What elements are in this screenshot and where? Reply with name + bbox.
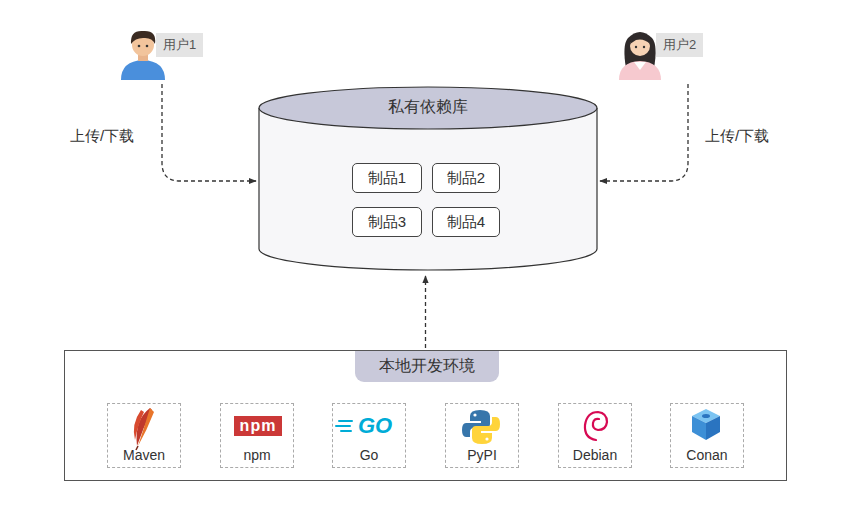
python-logo: [462, 410, 500, 444]
tool-label: Maven: [123, 447, 165, 463]
edge-label: 上传/下载: [68, 126, 136, 147]
tool-label: Conan: [686, 447, 727, 463]
tool-tile: Maven: [107, 403, 181, 468]
tool-label: Debian: [573, 447, 617, 463]
user-node: 用户1: [118, 28, 210, 82]
panel-heading: 本地开发环境: [355, 351, 499, 382]
tool-tile: npm npm: [220, 403, 294, 468]
tool-tile: Debian: [558, 403, 632, 468]
artifact-label: 制品2: [447, 169, 485, 188]
tool-tile: Conan: [670, 403, 744, 468]
dashed-arrow: [600, 84, 688, 181]
artifact-label: 制品4: [447, 213, 485, 232]
artifact-box: 制品1: [352, 163, 422, 193]
dashed-arrow: [425, 276, 426, 348]
conan-logo: [692, 409, 720, 440]
tool-label: npm: [243, 447, 270, 463]
logo-wordmark: npm: [234, 416, 283, 436]
maven-logo: [134, 408, 154, 450]
dashed-arrow: [162, 84, 256, 181]
go-speed-lines: [336, 421, 352, 431]
tool-tile: GO Go: [332, 403, 406, 468]
repository-cylinder: 私有依赖库制品1 制品2 制品3 制品4: [258, 86, 598, 272]
repository-title: 私有依赖库: [388, 97, 468, 118]
artifact-box: 制品4: [432, 207, 500, 237]
user-label: 用户2: [656, 33, 703, 57]
user-avatar: [619, 32, 661, 80]
user-label: 用户1: [156, 33, 203, 57]
tool-tile: PyPI: [445, 403, 519, 468]
artifact-label: 制品3: [368, 213, 406, 232]
logo-wordmark: GO: [358, 413, 392, 439]
debian-logo: [585, 412, 607, 440]
tool-label: PyPI: [467, 447, 497, 463]
artifact-box: 制品3: [352, 207, 422, 237]
user-node: 用户2: [618, 28, 710, 82]
edge-label: 上传/下载: [703, 126, 771, 147]
environment-panel: 本地开发环境 Maven npm npm GO Go PyPI Debian Conan: [64, 350, 787, 481]
artifact-label: 制品1: [368, 169, 406, 188]
tool-label: Go: [360, 447, 379, 463]
artifact-box: 制品2: [432, 163, 500, 193]
